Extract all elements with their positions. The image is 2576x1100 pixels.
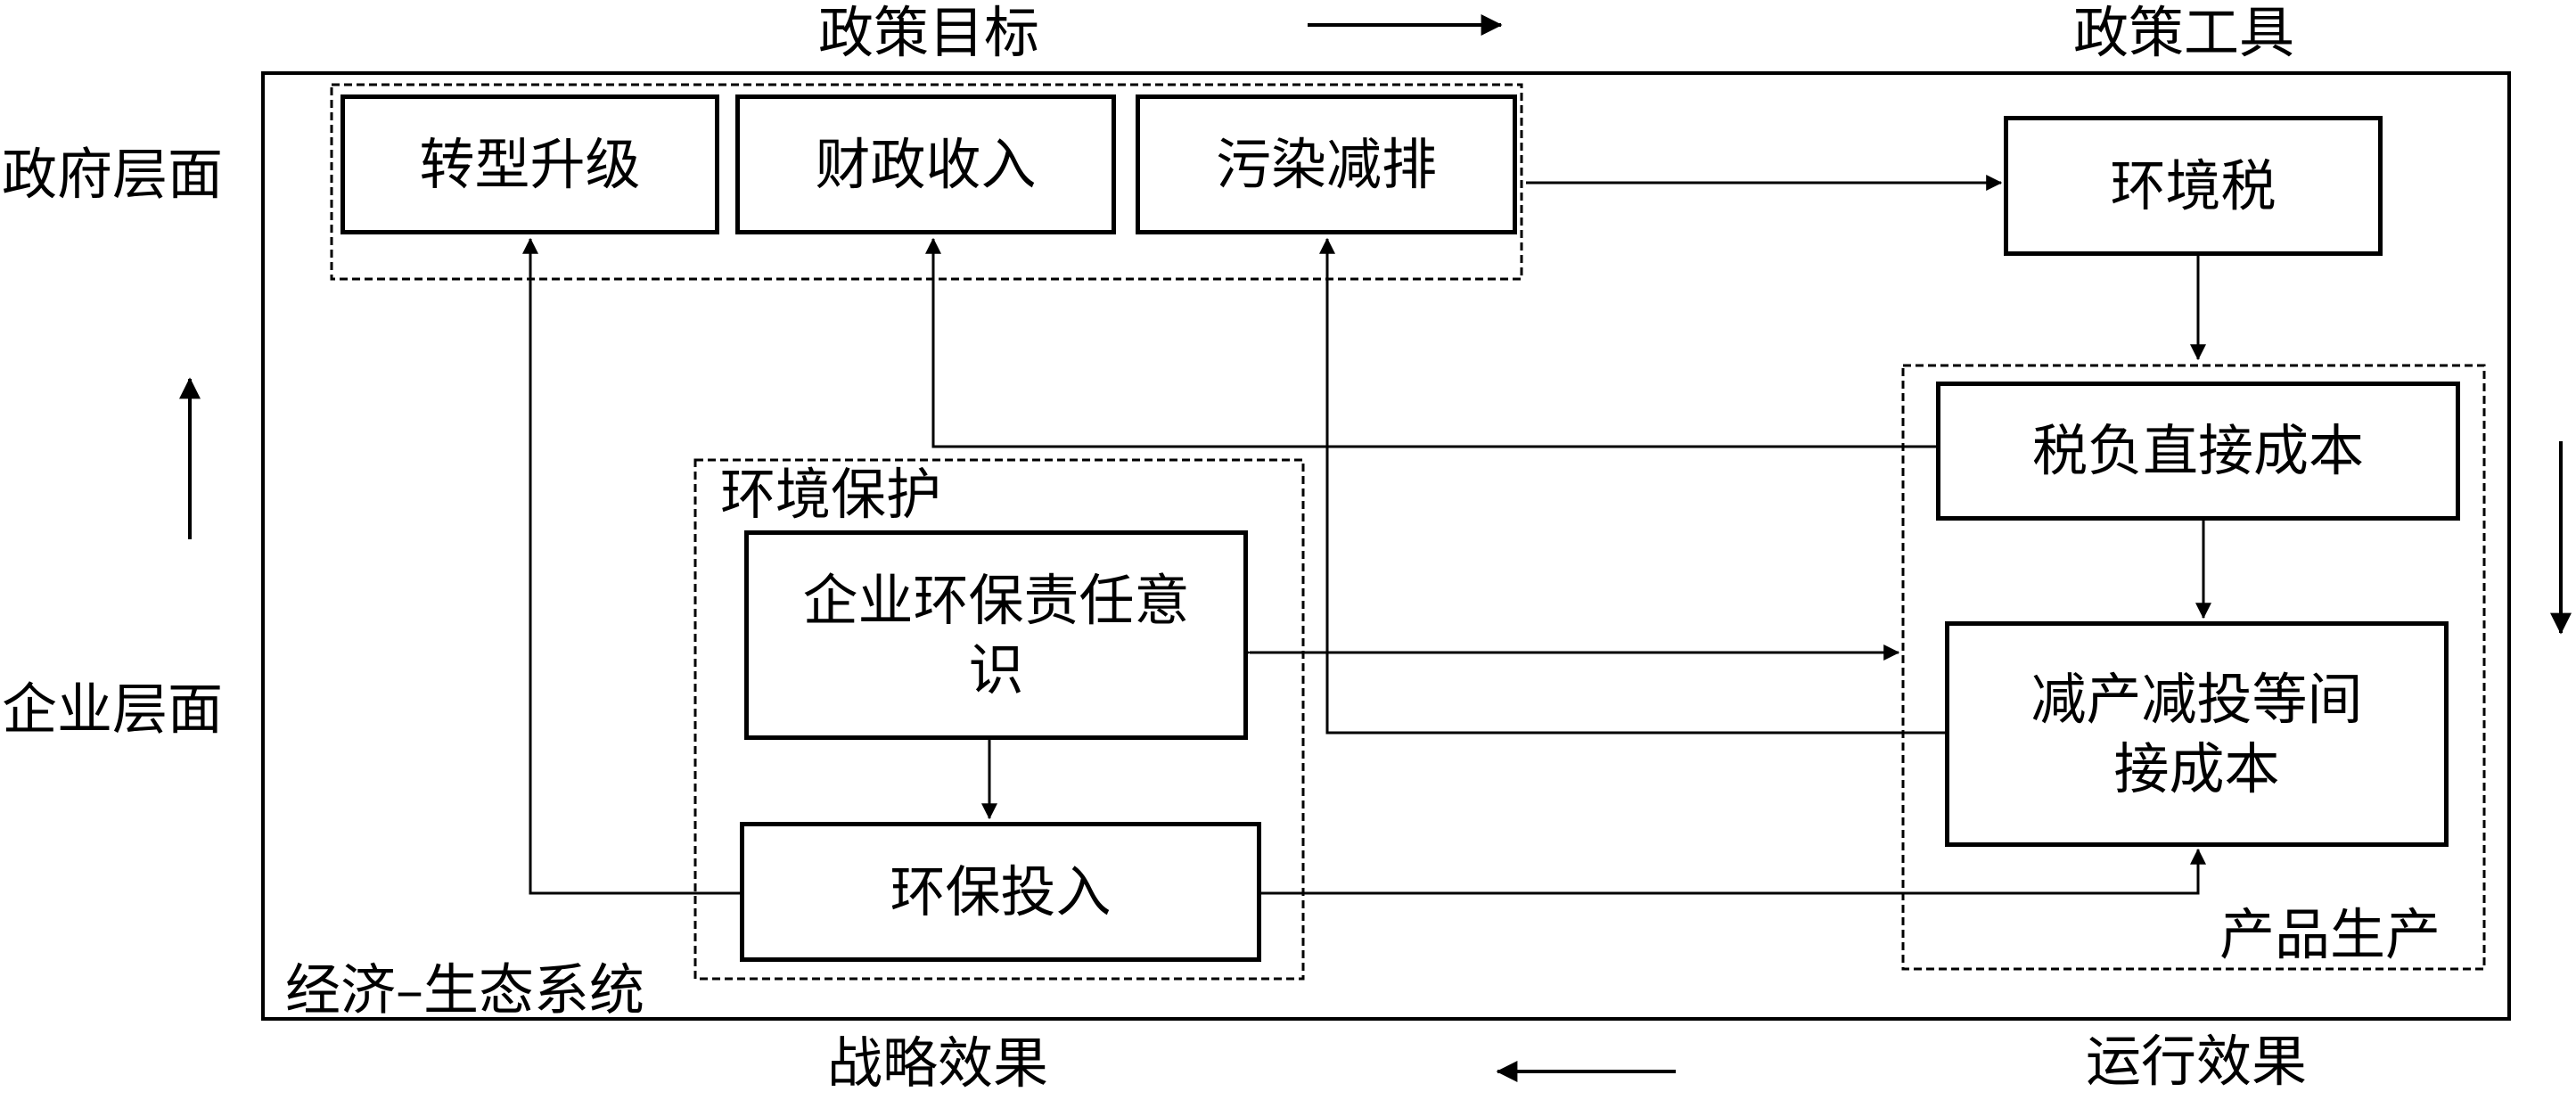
- indirect-cost-to-emission-arrow: [1319, 237, 1948, 735]
- direct-cost-to-revenue-arrow: [925, 237, 1943, 448]
- indirect-cost-box: 减产减投等间接成本: [1945, 621, 2449, 847]
- top-right-axis-label: 政策工具: [2073, 0, 2295, 65]
- government-level-label: 政府层面: [2, 142, 224, 207]
- goal-pollution-reduction: 污染减排: [1136, 94, 1517, 234]
- bottom-right-axis-label: 运行效果: [2086, 1029, 2308, 1094]
- env-investment-box: 环保投入: [740, 822, 1261, 962]
- goal-transformation-upgrade: 转型升级: [340, 94, 719, 234]
- goal-fiscal-revenue: 财政收入: [735, 94, 1116, 234]
- env-protection-group-label: 环境保护: [720, 462, 942, 527]
- bottom-left-axis-label: 战略效果: [827, 1030, 1049, 1096]
- direct-tax-cost-box: 税负直接成本: [1936, 382, 2460, 521]
- enterprise-level-label: 企业层面: [2, 677, 224, 742]
- environmental-tax-box: 环境税: [2004, 116, 2383, 256]
- top-left-axis-label: 政策目标: [818, 0, 1040, 65]
- investment-to-upgrade-arrow: [522, 237, 740, 895]
- production-group-label: 产品生产: [2219, 902, 2441, 967]
- investment-to-indirect-arrow: [1261, 848, 2206, 895]
- env-responsibility-awareness-box: 企业环保责任意识: [744, 530, 1248, 740]
- economic-ecological-system-label: 经济–生态系统: [285, 957, 645, 1022]
